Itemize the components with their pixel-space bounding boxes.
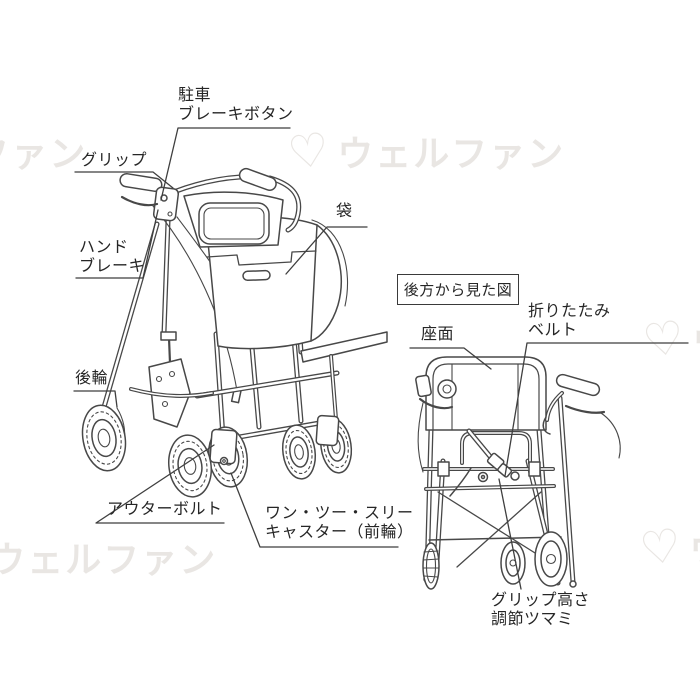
rear-view-drawing (415, 356, 621, 590)
watermark: ♡ ウェルファン (0, 530, 217, 584)
watermark-text: ウェルファン (689, 521, 700, 573)
rear-view-caption: 後方から見た図 (403, 282, 513, 299)
leader-outer-bolt (95, 444, 225, 524)
leader-grip-height-knob (498, 478, 522, 590)
label-seat: 座面 (421, 326, 455, 343)
rear-left-handle (415, 374, 457, 473)
watermark-text: ウェルファン (0, 539, 218, 580)
rear-right-handle (542, 373, 621, 459)
watermark: ♡ ウェルファン (285, 122, 566, 179)
seat-support-loop (460, 431, 532, 465)
front-view-drawing (81, 167, 388, 498)
leader-rear-wheel (73, 390, 118, 408)
watermark-text: ウェルファン (692, 313, 700, 365)
leader-bag (285, 226, 368, 275)
leader-hand-brake (75, 209, 159, 279)
watermark: ♡ ウェルファン (0, 124, 87, 178)
front-caster-pair (168, 426, 249, 498)
label-parking-brake-button: 駐車 ブレーキボタン (178, 87, 294, 123)
leader-seat (409, 347, 492, 370)
label-grip-height-knob: グリップ高さ 調節ツマミ (491, 592, 591, 628)
leader-parking-brake (160, 127, 291, 201)
frame-head-panel (183, 191, 284, 248)
rear-wheels (422, 531, 568, 590)
label-grip: グリップ (81, 152, 148, 169)
label-front-casters: ワン・ツー・スリー キャスター（前輪） (265, 505, 414, 541)
label-hand-brake: ハンド ブレーキ (79, 239, 146, 275)
rear-right-wheel-pair (281, 414, 353, 480)
handlebar (119, 167, 302, 233)
watermark-text: ウェルファン (0, 133, 88, 174)
watermark: ♡ ウェルファン (637, 518, 700, 575)
hand-brake-lever (120, 195, 159, 207)
folding-belt (449, 428, 513, 497)
leader-casters (230, 472, 399, 548)
leader-lines (73, 127, 689, 590)
watermark: ♡ ウェルファン (640, 310, 700, 367)
folding-bracket (148, 358, 191, 428)
label-bag: 袋 (336, 203, 353, 220)
leader-folding-belt (504, 342, 689, 477)
left-grip (119, 172, 163, 193)
label-outer-bolt: アウターボルト (107, 501, 223, 518)
outer-bolt (219, 456, 229, 466)
label-rear-wheel: 後輪 (75, 370, 109, 387)
label-folding-belt: 折りたたみ ベルト (528, 303, 611, 339)
right-grip (238, 167, 277, 191)
rear-left-wheel (81, 404, 127, 472)
rear-crossbars (422, 461, 556, 491)
leader-grip (74, 171, 174, 189)
rear-view-caption-box: 後方から見た図 (397, 274, 519, 305)
grip-height-knob (477, 471, 520, 483)
watermark-text: ウェルファン (337, 133, 566, 174)
